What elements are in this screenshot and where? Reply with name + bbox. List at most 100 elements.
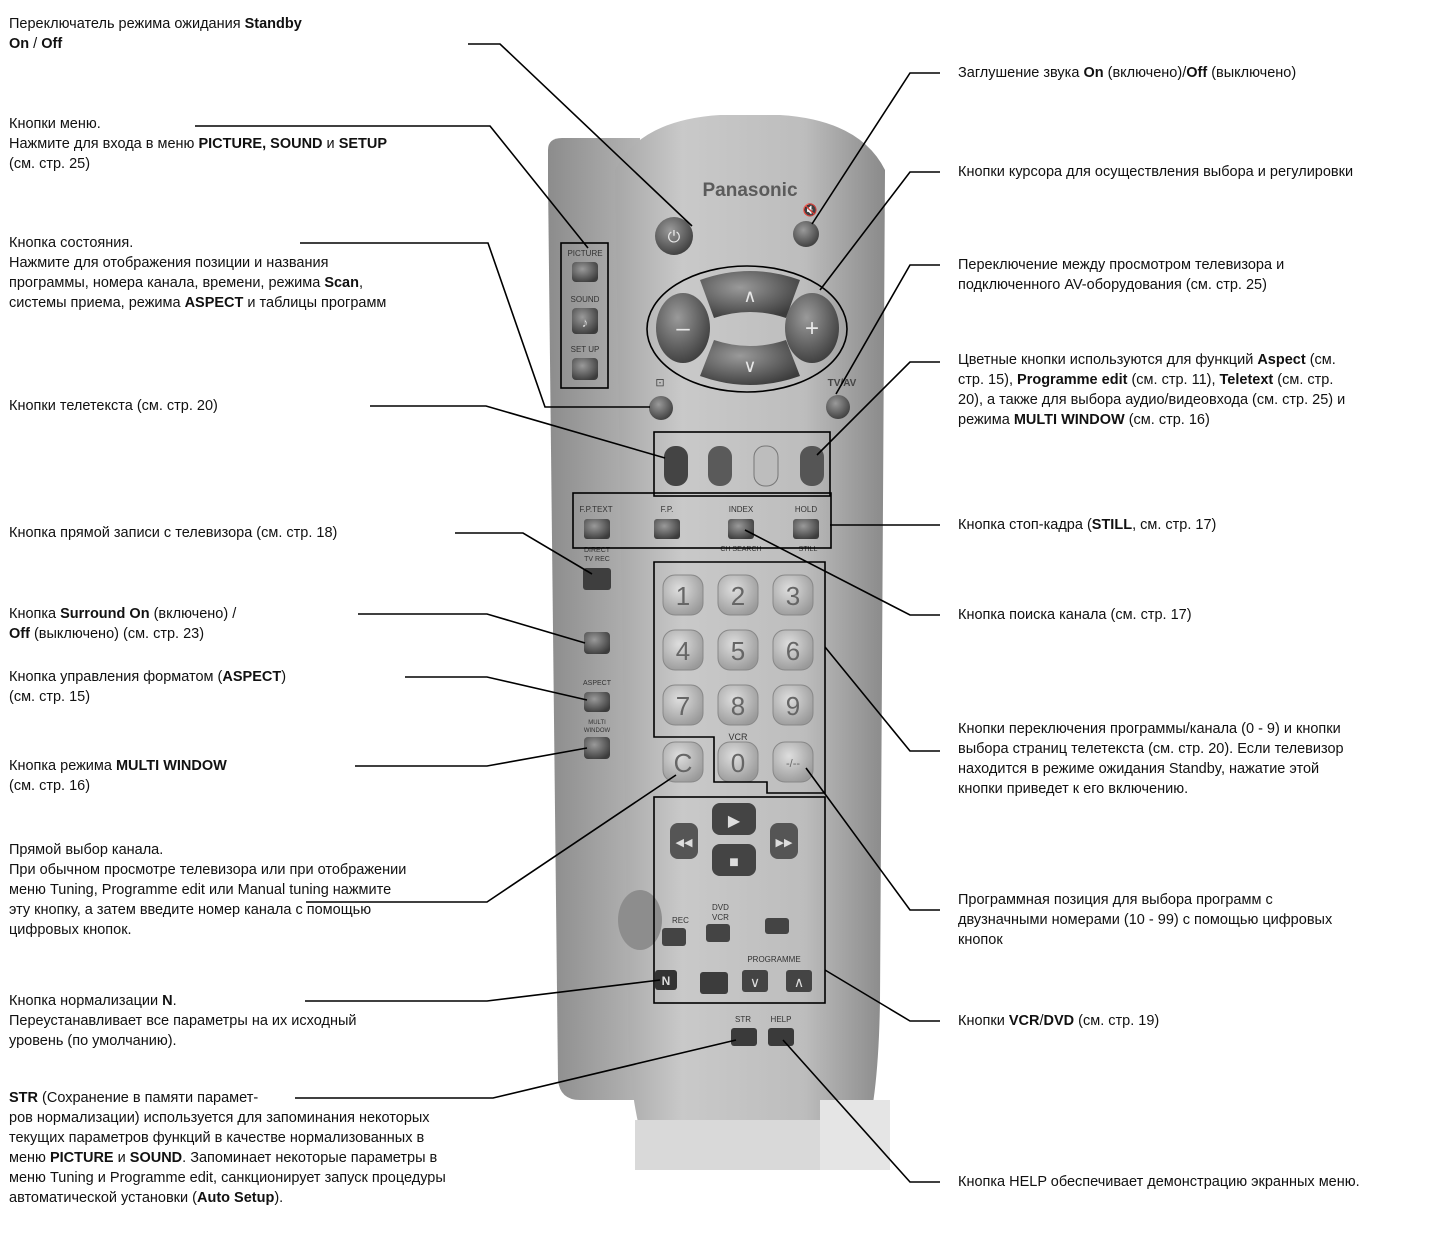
- two-digit-button[interactable]: [772, 741, 814, 783]
- play-icon: ▶: [728, 813, 741, 830]
- tvrec-label: TV REC: [584, 556, 610, 563]
- fptext-label: F.P.TEXT: [579, 505, 612, 514]
- red-button[interactable]: [664, 446, 688, 486]
- programme-label: PROGRAMME: [747, 955, 800, 964]
- remote-side-panel: [548, 138, 640, 1100]
- power-icon: ⏻: [668, 229, 681, 246]
- aspect-label: ASPECT: [583, 680, 612, 687]
- num-3-button[interactable]: [772, 574, 814, 616]
- up-chevron-icon: ∧: [743, 286, 756, 306]
- label-normalization: Кнопка нормализации N.Переустанавливает …: [9, 993, 357, 1049]
- mute-button[interactable]: [793, 221, 819, 247]
- label-teletext-buttons: Кнопки телетекста (см. стр. 20): [9, 398, 218, 414]
- vcr-dvd-switch-button[interactable]: [706, 924, 730, 942]
- help-button[interactable]: [768, 1028, 794, 1046]
- num-2-button[interactable]: [717, 574, 759, 616]
- multi-window-button[interactable]: [584, 737, 610, 759]
- num-0-label: 0: [731, 748, 745, 778]
- prog-down-icon: ∨: [750, 974, 760, 990]
- vcr-dvd-section: ▶ ■ ◀◀ ▶▶ REC DVD VCR PROGRAMME ∨ ∧: [618, 803, 812, 994]
- teletext-group-box: [572, 492, 832, 549]
- label-multi-window: Кнопка режима MULTI WINDOW(см. стр. 16): [9, 758, 227, 794]
- picture-label: PICTURE: [567, 249, 602, 258]
- cursor-left-button[interactable]: [656, 293, 710, 363]
- hold-button[interactable]: [793, 519, 819, 539]
- cursor-down-button[interactable]: [700, 340, 800, 385]
- fp-button[interactable]: [654, 519, 680, 539]
- color-buttons: [664, 445, 824, 487]
- yellow-button[interactable]: [753, 445, 779, 487]
- vcr-switch-label: VCR: [712, 913, 729, 922]
- number-pad: 1 2 3 4 5 6 7 8 9 VCR C 0 -/--: [662, 574, 814, 783]
- note-icon: ♪: [582, 315, 589, 330]
- two-digit-label: -/--: [786, 758, 800, 770]
- label-vcr-dvd: Кнопки VCR/DVD (см. стр. 19): [958, 1013, 1160, 1029]
- rec-button[interactable]: [662, 928, 686, 946]
- num-7-button[interactable]: [662, 684, 704, 726]
- num-9-button[interactable]: [772, 684, 814, 726]
- label-color-buttons: Цветные кнопки используются для функций …: [958, 352, 1346, 428]
- num-1-button[interactable]: [662, 574, 704, 616]
- num-3-label: 3: [786, 581, 800, 611]
- cursor-pad: ∧ ∨ – +: [656, 271, 839, 385]
- tvav-button[interactable]: [826, 395, 850, 419]
- programme-down-button[interactable]: [742, 970, 768, 992]
- standby-button[interactable]: [655, 217, 693, 255]
- index-button[interactable]: [728, 519, 754, 539]
- fast-forward-button[interactable]: [770, 823, 798, 859]
- num-6-label: 6: [786, 636, 800, 666]
- down-chevron-icon: ∨: [743, 356, 756, 376]
- play-button[interactable]: [712, 803, 756, 835]
- status-icon: ⊡: [655, 377, 664, 389]
- chsearch-label: CH SEARCH: [720, 546, 761, 553]
- rewind-button[interactable]: [670, 823, 698, 859]
- num-8-label: 8: [731, 691, 745, 721]
- num-2-label: 2: [731, 581, 745, 611]
- status-button[interactable]: [649, 396, 673, 420]
- num-5-button[interactable]: [717, 629, 759, 671]
- label-tvav: Переключение между просмотром телевизора…: [958, 257, 1285, 293]
- label-ch-search: Кнопка поиска канала (см. стр. 17): [958, 607, 1192, 623]
- num-8-button[interactable]: [717, 684, 759, 726]
- surround-button[interactable]: [584, 632, 610, 654]
- num-1-label: 1: [676, 581, 690, 611]
- brand-logo: Panasonic: [702, 180, 797, 201]
- number-pad-box: [653, 561, 826, 794]
- sound-button[interactable]: [572, 308, 598, 334]
- fp-label: F.P.: [661, 505, 674, 514]
- num-4-button[interactable]: [662, 629, 704, 671]
- num-6-button[interactable]: [772, 629, 814, 671]
- normal-button[interactable]: [655, 970, 677, 990]
- blue-button[interactable]: [800, 446, 824, 486]
- picture-button[interactable]: [572, 262, 598, 282]
- plus-icon: +: [805, 315, 819, 342]
- programme-up-button[interactable]: [786, 970, 812, 992]
- str-button[interactable]: [731, 1028, 757, 1046]
- fast-forward-icon: ▶▶: [776, 837, 793, 849]
- aspect-button[interactable]: [584, 692, 610, 712]
- stop-button[interactable]: [712, 844, 756, 876]
- setup-button[interactable]: [572, 358, 598, 380]
- cursor-up-button[interactable]: [700, 271, 800, 318]
- label-help: Кнопка HELP обеспечивает демонстрацию эк…: [958, 1174, 1360, 1190]
- num-7-label: 7: [676, 691, 690, 721]
- label-still: Кнопка стоп-кадра (STILL, см. стр. 17): [958, 517, 1217, 533]
- dvd-label: DVD: [712, 903, 729, 912]
- sound-label: SOUND: [571, 295, 600, 304]
- help-label: HELP: [771, 1015, 792, 1024]
- hold-label: HOLD: [795, 505, 817, 514]
- cursor-right-button[interactable]: [785, 293, 839, 363]
- eject-button[interactable]: [765, 918, 789, 934]
- label-aspect: Кнопка управления форматом (ASPECT)(см. …: [9, 669, 287, 705]
- green-button[interactable]: [708, 446, 732, 486]
- still-label: STILL: [799, 546, 818, 553]
- label-direct-rec: Кнопка прямой записи с телевизора (см. с…: [9, 525, 338, 541]
- label-status-button: Кнопка состояния.Нажмите для отображения…: [9, 235, 387, 311]
- label-mute: Заглушение звука On (включено)/Off (выкл…: [958, 65, 1297, 81]
- c-button[interactable]: [662, 741, 704, 783]
- teletext-button[interactable]: [584, 519, 610, 539]
- cursor-group-box: [646, 265, 848, 393]
- pause-button[interactable]: [700, 972, 728, 994]
